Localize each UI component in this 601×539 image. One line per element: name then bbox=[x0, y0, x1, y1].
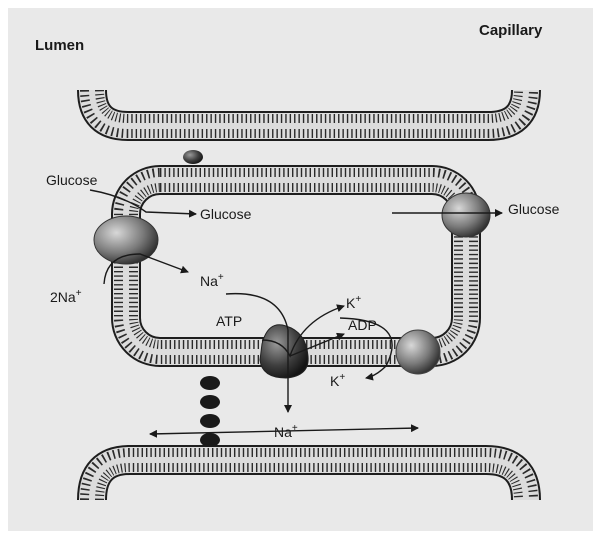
na-interstitial-label: Na+ bbox=[274, 423, 298, 440]
glucose-transporter bbox=[442, 193, 490, 237]
na-cytoplasm-text: Na bbox=[200, 273, 218, 289]
k-bottom-label: K+ bbox=[330, 372, 345, 389]
na-cytoplasm-charge: + bbox=[218, 272, 224, 283]
capillary-header: Capillary bbox=[479, 22, 543, 39]
tight-junction-top bbox=[183, 150, 203, 164]
na-interstitial-text: Na bbox=[274, 424, 292, 440]
k-top-label: K+ bbox=[346, 294, 361, 311]
glucose-cytoplasm-label: Glucose bbox=[200, 206, 252, 222]
junction-beads bbox=[200, 376, 220, 447]
k-top-charge: + bbox=[355, 294, 361, 305]
two-na-charge: + bbox=[76, 288, 82, 299]
two-na-text: 2Na bbox=[50, 289, 76, 305]
k-bottom-charge: + bbox=[339, 372, 345, 383]
middle-cell-membrane bbox=[126, 180, 466, 352]
lumen-header: Lumen bbox=[35, 37, 84, 54]
k-channel bbox=[396, 330, 440, 374]
bottom-membrane bbox=[92, 460, 526, 500]
glucose-lumen-label: Glucose bbox=[46, 172, 98, 188]
atp-label: ATP bbox=[216, 313, 242, 329]
na-interstitial-charge: + bbox=[292, 423, 298, 434]
two-na-label: 2Na+ bbox=[50, 288, 82, 305]
adp-label: ADP bbox=[348, 317, 377, 333]
top-membrane bbox=[92, 90, 526, 126]
na-cytoplasm-label: Na+ bbox=[200, 272, 224, 289]
glucose-capillary-label: Glucose bbox=[508, 201, 560, 217]
